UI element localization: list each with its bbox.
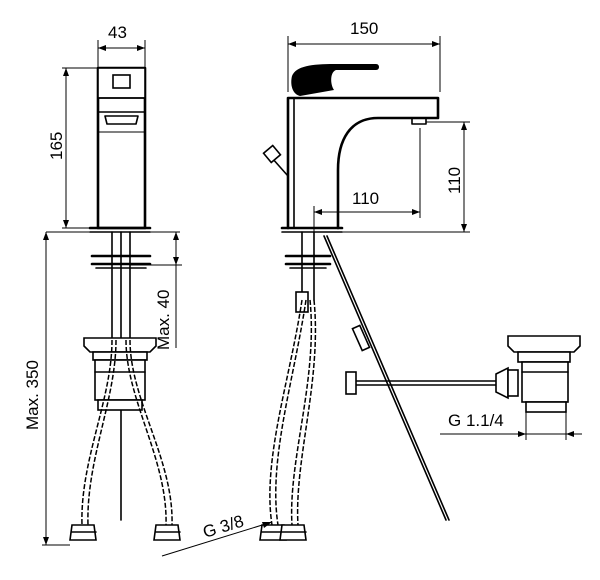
side-linkage-clip — [345, 371, 357, 395]
front-hose-right — [125, 339, 167, 526]
side-hose-fittings — [259, 524, 307, 541]
dim-front-height-line — [62, 67, 98, 229]
dim-below-counter-label: Max. 350 — [23, 360, 42, 430]
side-aerator — [411, 117, 427, 125]
front-mounting-nuts — [90, 254, 152, 269]
dim-front-width-label: 43 — [108, 23, 127, 42]
dim-spout-height-label: 110 — [445, 167, 464, 194]
dim-below-counter-line — [42, 232, 70, 546]
side-popup-knob — [262, 144, 282, 164]
dim-spout-height-line — [342, 121, 470, 233]
dim-counter-line — [130, 232, 182, 348]
front-aerator — [104, 115, 139, 125]
side-hose-left — [269, 299, 303, 526]
front-drain — [83, 337, 157, 411]
side-lever — [291, 64, 379, 96]
dim-spout-reach-label: 110 — [352, 189, 379, 208]
side-hose-right — [290, 299, 313, 526]
front-view: 43 165 — [23, 23, 182, 546]
side-faucet-body — [286, 96, 440, 230]
side-popup-rod — [271, 157, 289, 177]
dim-spout-reach-line — [313, 128, 421, 236]
side-view: 150 110 110 — [161, 19, 519, 557]
dim-side-width-label: 150 — [350, 19, 378, 38]
front-handle-slot — [112, 74, 131, 89]
dim-waste-thread-label: G 1.1/4 — [448, 411, 504, 430]
front-hose-fittings — [69, 524, 181, 541]
dim-front-width-line — [97, 40, 146, 70]
side-linkage-rod — [323, 235, 447, 521]
front-hose-left — [81, 339, 113, 526]
waste-valve — [507, 335, 581, 440]
dim-hose-thread-line — [161, 521, 273, 557]
dim-side-width-line — [287, 36, 441, 92]
side-mounting-nuts — [284, 254, 332, 269]
dim-front-height-label: 165 — [47, 132, 66, 160]
dim-counter-label: Max. 40 — [154, 290, 173, 350]
dim-waste-thread-line — [440, 431, 582, 437]
